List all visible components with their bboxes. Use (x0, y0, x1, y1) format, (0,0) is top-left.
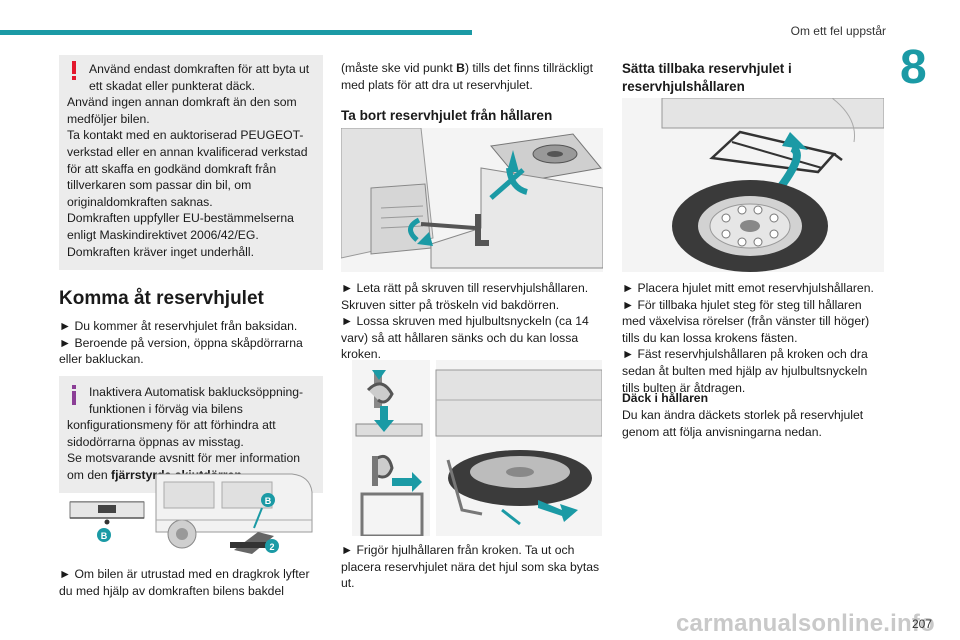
chapter-title: Om ett fel uppstår (790, 24, 886, 38)
step-text: ► Beroende på version, öppna skåpdörrarn… (59, 335, 303, 367)
col2-steps: ► Leta rätt på skruven till reservhjulsh… (341, 281, 589, 362)
column-2: (måste ske vid punkt B) tills det finns … (341, 60, 605, 135)
jack-illustration (230, 532, 274, 554)
col3-steps: ► Placera hjulet mitt emot reservhjulshå… (622, 281, 874, 395)
spare-wheel-screw-illustration (341, 128, 603, 272)
info-box: Inaktivera Automatisk baklucksöppning-fu… (59, 375, 323, 494)
label-2: 2 (269, 542, 274, 552)
info-text-body: konfigurationsmeny för att förhindra att… (67, 418, 301, 482)
col2-bottom-text: ► Frigör hjulhållaren från kroken. Ta ut… (341, 543, 600, 591)
warning-exclamation-icon (72, 61, 76, 80)
up-arrow-icon (507, 150, 519, 172)
label-b-marker (261, 493, 275, 507)
col3-last-text: Du kan ändra däckets storlek på reservhj… (622, 408, 864, 439)
down-arrow-icon (374, 406, 394, 432)
watermark: carmanualsonline.info (676, 610, 935, 637)
info-icon (72, 384, 76, 405)
jack-point-illustration: B B 2 (69, 473, 313, 554)
label-b: B (265, 496, 272, 506)
intro-bold: B (456, 61, 465, 75)
intro-post: ) tills det finns tillräckligt med plats… (341, 61, 593, 92)
spare-wheel-refit-illustration (622, 98, 884, 272)
vehicle-rear-illustration (155, 473, 313, 549)
label-b: B (101, 531, 108, 541)
header-accent-bar (0, 30, 472, 35)
sub-title: Ta bort reservhjulet från hållaren (341, 108, 553, 124)
page-number: 207 (912, 617, 933, 631)
warning-first-line: Använd endast domkraften för att byta ut… (89, 62, 310, 93)
hook-release-illustration (352, 360, 602, 536)
warning-text: Använd ingen annan domkraft än den som m… (67, 95, 308, 259)
step-text: ► Du kommer åt reservhjulet från baksida… (59, 319, 298, 334)
warning-box: Använd endast domkraften för att byta ut… (59, 55, 323, 271)
label-b-marker (97, 528, 111, 542)
jack-point-inset (69, 501, 145, 525)
rotate-arrow-icon (408, 217, 421, 242)
intro-pre: (måste ske vid punkt (341, 61, 457, 75)
chapter-number: 8 (900, 41, 927, 94)
hook-detail-bottom (360, 454, 424, 536)
down-right-arrow-icon (538, 500, 578, 522)
col1-bottom-text: ► Om bilen är utrustad med en dragkrok l… (59, 567, 310, 598)
col3-bold-line: Däck i hållaren (622, 391, 709, 405)
column-3: Sätta tillbaka reservhjulet i reservhjul… (622, 60, 886, 106)
right-arrow-icon (392, 472, 422, 492)
info-first-line: Inaktivera Automatisk baklucksöppning-fu… (89, 384, 304, 416)
label-2-marker (265, 539, 279, 553)
section-title: Komma åt reservhjulet (59, 288, 264, 310)
sub-title: Sätta tillbaka reservhjulet i reservhjul… (622, 61, 792, 94)
intro-text: (måste ske vid punkt B) tills det finns … (341, 60, 605, 93)
column-1: Använd endast domkraften för att byta ut… (59, 55, 323, 494)
hook-detail-top (355, 370, 423, 437)
